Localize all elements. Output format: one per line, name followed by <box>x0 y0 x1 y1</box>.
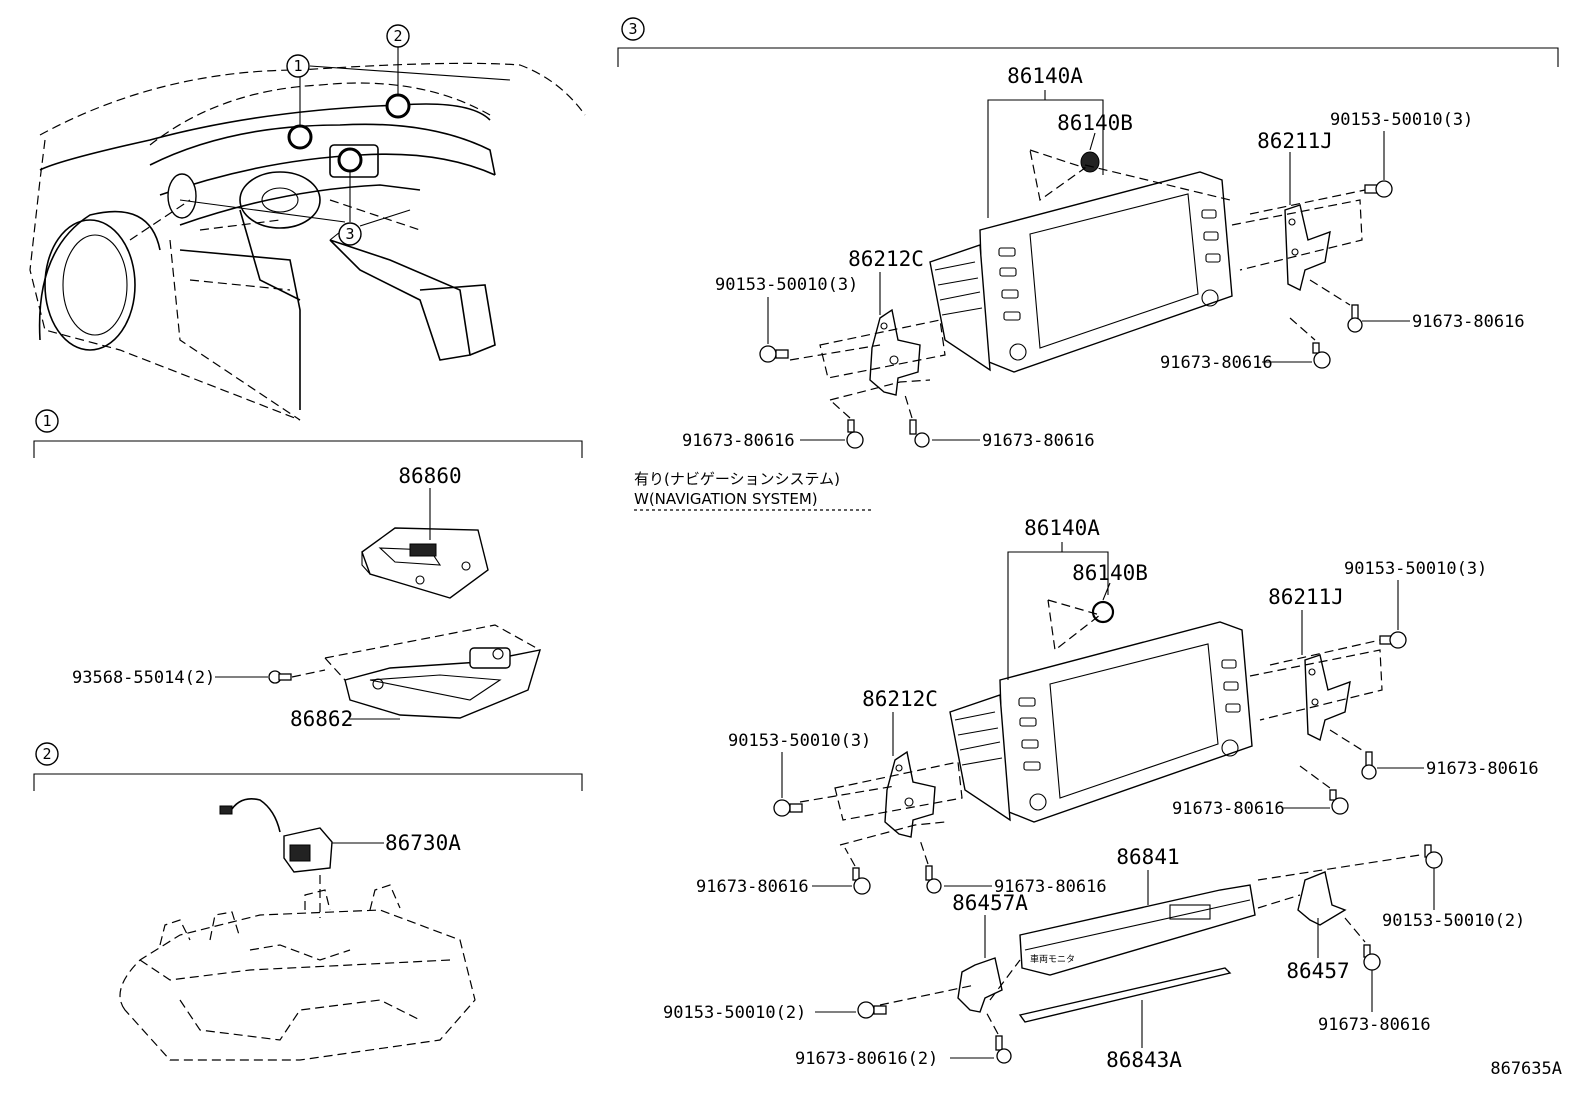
label-86860: 86860 <box>398 464 461 488</box>
lower-assembly: 86140A 86140B 86211J 90153-50010(3) 9167… <box>663 516 1539 1072</box>
lower-bolt-right <box>1379 631 1407 649</box>
overview-callout-3: 3 <box>338 222 362 246</box>
lower-screw-right-2 <box>1329 789 1349 815</box>
label-91673-lower-2: 91673-80616(2) <box>795 1049 938 1069</box>
label-86730A: 86730A <box>385 831 461 855</box>
lower-bolt-2-right <box>1424 844 1443 869</box>
label-86140A-lower: 86140A <box>1024 516 1100 540</box>
svg-text:3: 3 <box>628 20 637 38</box>
label-86862: 86862 <box>290 707 353 731</box>
label-91673-lower-bl: 91673-80616 <box>696 877 809 897</box>
section-3-marker: 3 <box>621 17 645 41</box>
svg-text:1: 1 <box>293 57 302 75</box>
section-2: 2 86730A <box>33 742 583 1061</box>
label-91673-upper-r1: 91673-80616 <box>1412 312 1525 332</box>
upper-bolt-left <box>759 345 789 363</box>
svg-text:車両モニタ: 車両モニタ <box>1030 953 1075 965</box>
lower-screw-right-1 <box>1361 751 1377 780</box>
upper-bracket-86211J <box>1284 204 1331 292</box>
svg-text:2: 2 <box>393 27 402 45</box>
part-86457-bracket <box>1297 871 1347 926</box>
label-86457: 86457 <box>1286 959 1349 983</box>
upper-screw-bm <box>909 419 930 448</box>
overhead-console <box>119 884 476 1061</box>
label-86140A-upper: 86140A <box>1007 64 1083 88</box>
label-86841: 86841 <box>1116 845 1179 869</box>
lower-screw-last <box>1363 944 1381 971</box>
upper-head-unit <box>929 171 1233 373</box>
part-86841-display: 車両モニタ <box>1019 884 1256 976</box>
label-86457A: 86457A <box>952 891 1028 915</box>
label-91673-lower-bm: 91673-80616 <box>994 877 1107 897</box>
upper-screw-right-1 <box>1347 304 1363 333</box>
overview-callout-2: 2 <box>386 24 410 48</box>
note-en: W(NAVIGATION SYSTEM) <box>634 490 818 508</box>
figure-id: 867635A <box>1490 1059 1562 1079</box>
label-90153-lower-2-right: 90153-50010(2) <box>1382 911 1525 931</box>
upper-screw-bl <box>846 419 864 449</box>
upper-assembly: 86140A 86140B 86211J 90153-50010(3) <box>682 64 1525 451</box>
lower-screw-2 <box>995 1035 1012 1064</box>
svg-text:1: 1 <box>42 412 51 430</box>
car-interior-overview: 1 2 3 <box>29 24 586 421</box>
upper-bolt-right <box>1364 180 1393 198</box>
part-86457A-bracket <box>957 957 1003 1013</box>
section-3: 3 <box>617 17 1559 67</box>
section-1: 1 86860 86862 <box>33 409 583 731</box>
label-90153-lower-right: 90153-50010(3) <box>1344 559 1487 579</box>
part-86862-bracket <box>344 647 542 719</box>
svg-text:2: 2 <box>42 745 51 763</box>
label-86212C-upper: 86212C <box>848 247 924 271</box>
lower-bolt-2-left <box>857 1001 887 1019</box>
label-91673-lower-r2: 91673-80616 <box>1172 799 1285 819</box>
label-91673-lower-last: 91673-80616 <box>1318 1015 1431 1035</box>
lower-screw-bm <box>925 865 942 894</box>
label-90153-lower-left: 90153-50010(3) <box>728 731 871 751</box>
svg-text:3: 3 <box>345 225 354 243</box>
label-86843A: 86843A <box>1106 1048 1182 1072</box>
label-86211J-upper: 86211J <box>1257 129 1333 153</box>
upper-bracket-86212C <box>869 308 921 396</box>
label-86211J-lower: 86211J <box>1268 585 1344 609</box>
label-86140B-upper: 86140B <box>1057 111 1133 135</box>
label-93568-55014: 93568-55014(2) <box>72 668 215 688</box>
lower-bracket-86211J <box>1304 654 1351 742</box>
section-2-marker: 2 <box>35 742 59 766</box>
lower-screw-bl <box>852 867 871 895</box>
label-91673-upper-bm: 91673-80616 <box>982 431 1095 451</box>
part-86730A-unit <box>219 798 333 873</box>
part-86860-module <box>361 527 489 599</box>
label-86140B-lower: 86140B <box>1072 561 1148 585</box>
part-86843A-panel <box>1018 967 1232 1023</box>
upper-knob-86140B <box>1080 151 1100 173</box>
label-90153-lower-2-left: 90153-50010(2) <box>663 1003 806 1023</box>
lower-head-unit <box>949 621 1253 823</box>
label-91673-upper-r2: 91673-80616 <box>1160 353 1273 373</box>
lower-bolt-left <box>773 799 803 817</box>
label-86212C-lower: 86212C <box>862 687 938 711</box>
note-jp: 有り(ナビゲーションシステム) <box>634 470 840 488</box>
label-91673-lower-r1: 91673-80616 <box>1426 759 1539 779</box>
label-90153-upper-right: 90153-50010(3) <box>1330 110 1473 130</box>
overview-callout-1: 1 <box>286 54 310 78</box>
label-90153-upper-left: 90153-50010(3) <box>715 275 858 295</box>
section-1-marker: 1 <box>35 409 59 433</box>
lower-knob-86140B <box>1091 600 1115 624</box>
bolt-93568 <box>268 670 292 684</box>
label-91673-upper-bl: 91673-80616 <box>682 431 795 451</box>
upper-screw-right-2 <box>1312 342 1331 369</box>
